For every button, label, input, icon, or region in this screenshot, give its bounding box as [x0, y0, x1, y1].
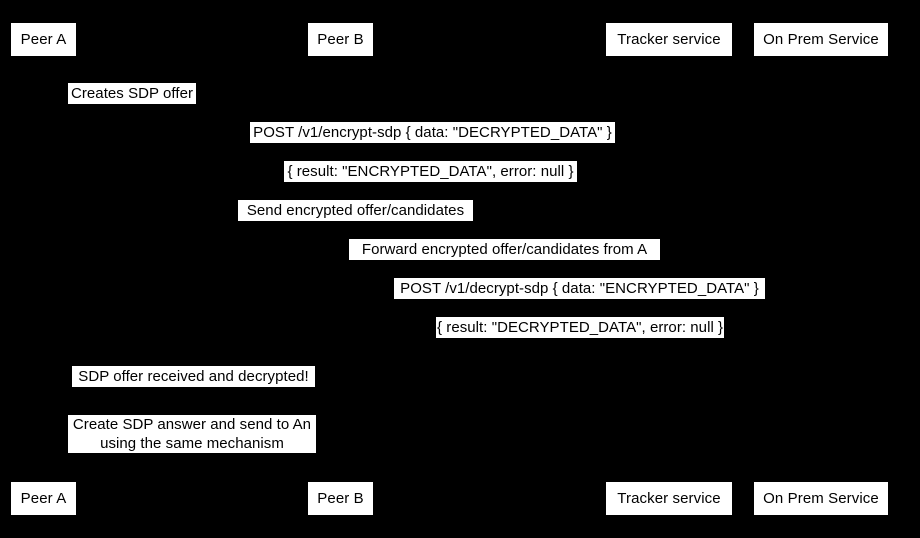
participant-label-tracker-service-footer: Tracker service	[617, 490, 721, 507]
participant-footer-tracker-service[interactable]: Tracker service	[605, 481, 733, 516]
lifeline-on-prem-service	[821, 57, 822, 481]
message-label-forward-encrypted-offer: Forward encrypted offer/candidates from …	[349, 239, 660, 260]
participant-label-peer-a: Peer A	[20, 31, 67, 48]
participant-footer-on-prem-service[interactable]: On Prem Service	[753, 481, 889, 516]
participant-footer-peer-a[interactable]: Peer A	[10, 481, 77, 516]
message-label-creates-sdp-offer: Creates SDP offer	[68, 83, 196, 104]
lifeline-tracker-service	[669, 57, 670, 481]
message-label-sdp-offer-received: SDP offer received and decrypted!	[72, 366, 315, 387]
message-label-post-encrypt-sdp: POST /v1/encrypt-sdp { data: "DECRYPTED_…	[250, 122, 615, 143]
arrow-forward-encrypted-offer	[340, 260, 669, 261]
message-label-send-encrypted-offer: Send encrypted offer/candidates	[238, 200, 473, 221]
lifeline-peer-a	[43, 57, 44, 481]
lifeline-peer-b	[340, 57, 341, 481]
message-label-encrypt-sdp-result: { result: "ENCRYPTED_DATA", error: null …	[284, 161, 577, 182]
participant-footer-peer-b[interactable]: Peer B	[307, 481, 374, 516]
participant-label-on-prem-service: On Prem Service	[763, 31, 879, 48]
arrow-create-sdp-answer	[43, 453, 340, 454]
arrow-send-encrypted-offer	[43, 221, 669, 222]
message-label-create-sdp-answer: Create SDP answer and send to An using t…	[68, 415, 316, 453]
participant-header-peer-a[interactable]: Peer A	[10, 22, 77, 57]
arrow-creates-sdp-offer	[43, 104, 68, 105]
arrow-post-encrypt-sdp	[43, 143, 821, 144]
participant-header-peer-b[interactable]: Peer B	[307, 22, 374, 57]
arrow-decrypt-sdp-result	[340, 338, 821, 339]
participant-label-tracker-service: Tracker service	[617, 31, 721, 48]
participant-label-on-prem-service-footer: On Prem Service	[763, 490, 879, 507]
message-label-post-decrypt-sdp: POST /v1/decrypt-sdp { data: "ENCRYPTED_…	[394, 278, 765, 299]
arrow-sdp-offer-received	[43, 387, 340, 388]
participant-label-peer-b-footer: Peer B	[317, 490, 364, 507]
arrow-encrypt-sdp-result	[43, 182, 821, 183]
arrow-post-decrypt-sdp	[340, 299, 821, 300]
participant-header-on-prem-service[interactable]: On Prem Service	[753, 22, 889, 57]
participant-header-tracker-service[interactable]: Tracker service	[605, 22, 733, 57]
message-label-decrypt-sdp-result: { result: "DECRYPTED_DATA", error: null …	[436, 317, 724, 338]
participant-label-peer-a-footer: Peer A	[20, 490, 67, 507]
participant-label-peer-b: Peer B	[317, 31, 364, 48]
